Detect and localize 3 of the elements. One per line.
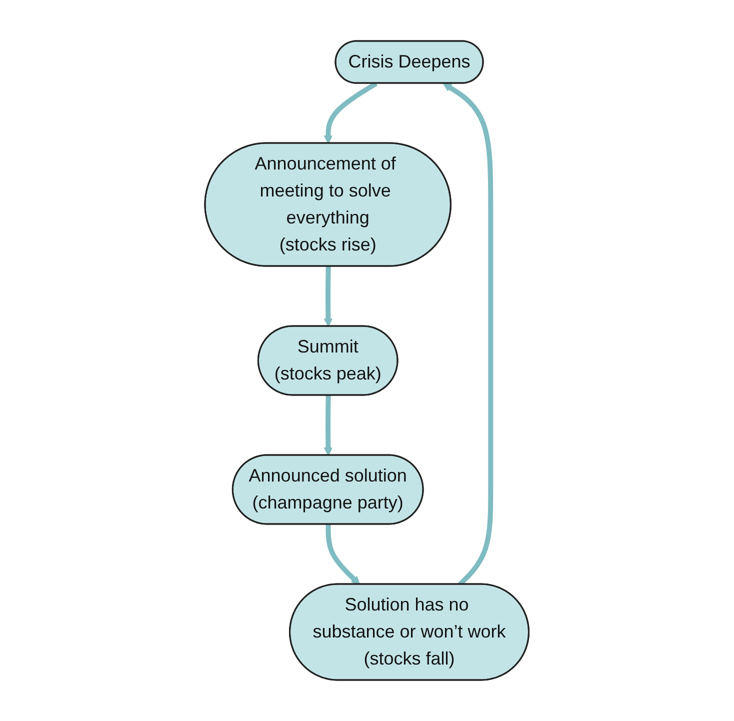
arrow xyxy=(324,395,333,456)
arrow xyxy=(324,266,333,327)
arrow xyxy=(326,524,360,585)
